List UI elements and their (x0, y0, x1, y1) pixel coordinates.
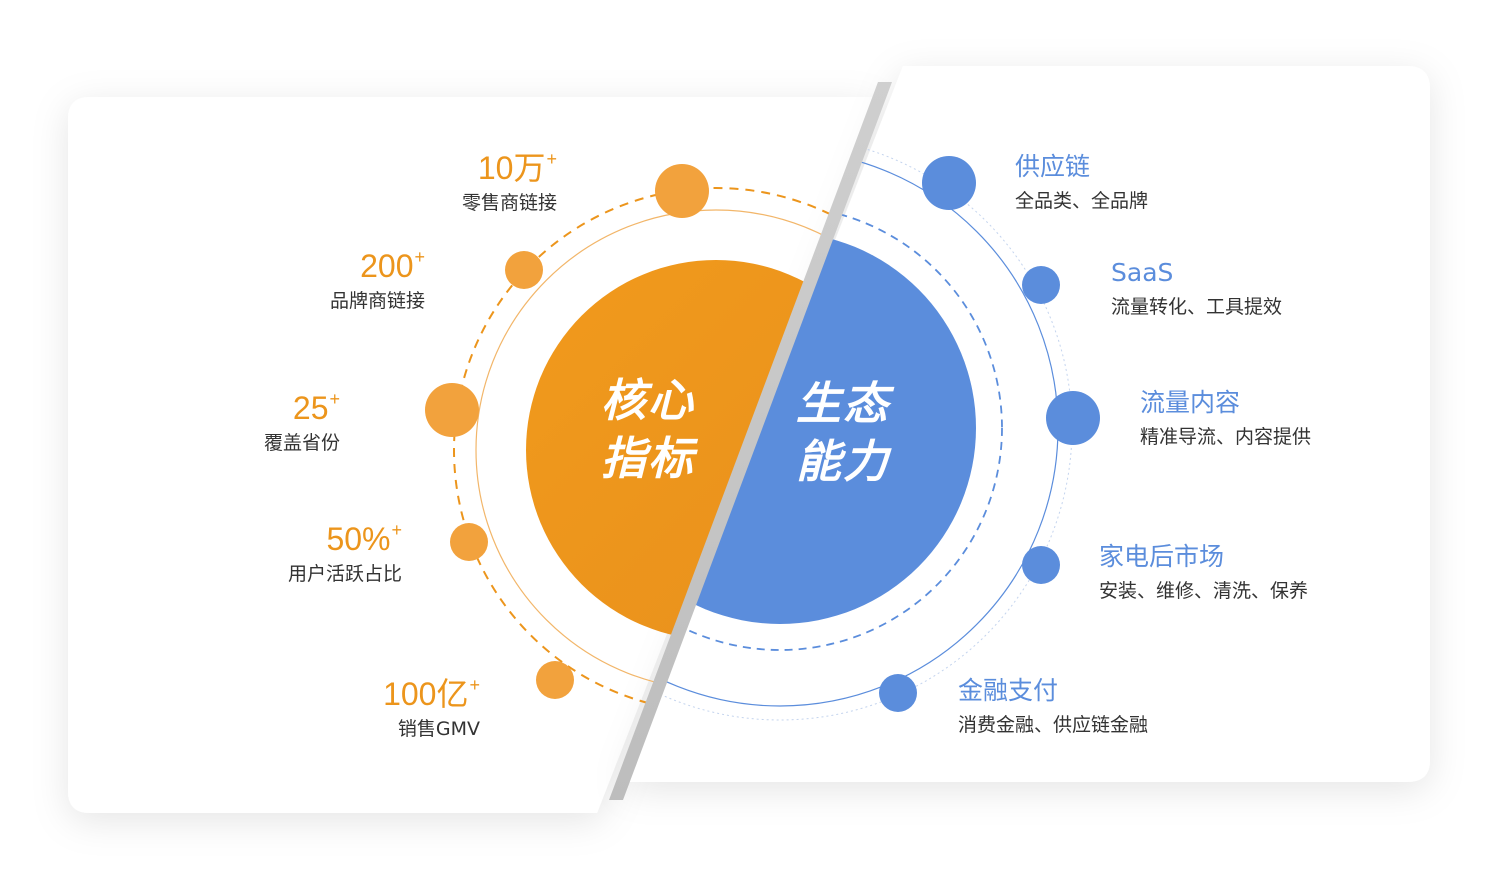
metric-provinces: 25+ 覆盖省份 (264, 380, 340, 455)
eco-supply-chain: 供应链 全品类、全品牌 (1015, 151, 1148, 213)
diagonal-divider (609, 82, 892, 800)
eco-finance-payment: 金融支付 消费金融、供应链金融 (958, 675, 1148, 737)
metric-value: 100亿+ (383, 675, 480, 712)
metric-label: 销售GMV (397, 718, 480, 740)
metric-value: 25+ (292, 389, 340, 426)
metric-brands: 200+ 品牌商链接 (330, 238, 425, 313)
eco-traffic-content: 流量内容 精准导流、内容提供 (1140, 387, 1311, 449)
metric-label: 品牌商链接 (329, 290, 425, 312)
metric-label: 零售商链接 (461, 192, 557, 214)
eco-title: 家电后市场 (1099, 542, 1225, 571)
metric-value: 10万+ (477, 149, 557, 186)
eco-dot (1046, 391, 1100, 445)
metric-dot (425, 383, 479, 437)
eco-desc: 流量转化、工具提效 (1111, 296, 1283, 318)
eco-title: 金融支付 (958, 676, 1059, 705)
metric-active-users: 50%+ 用户活跃占比 (288, 511, 402, 586)
eco-aftermarket: 家电后市场 安装、维修、清洗、保养 (1099, 541, 1308, 603)
eco-desc: 精准导流、内容提供 (1140, 426, 1312, 448)
eco-desc: 全品类、全品牌 (1015, 190, 1149, 212)
metric-dot (655, 164, 709, 218)
eco-title: SaaS (1111, 258, 1174, 287)
metric-retailers: 10万+ 零售商链接 (462, 140, 557, 215)
eco-dot (1022, 266, 1060, 304)
metric-dot (536, 661, 574, 699)
core-metrics-title: 核心 指标 (600, 374, 695, 485)
eco-desc: 消费金融、供应链金融 (958, 714, 1149, 736)
eco-saas: SaaS 流量转化、工具提效 (1111, 257, 1282, 319)
metric-value: 50%+ (326, 520, 402, 557)
metric-gmv: 100亿+ 销售GMV (383, 666, 480, 741)
eco-title: 流量内容 (1140, 388, 1241, 417)
metric-dot (505, 251, 543, 289)
metric-dot (450, 523, 488, 561)
left-outer-dashed-ring (453, 187, 910, 713)
eco-desc: 安装、维修、清洗、保养 (1099, 580, 1309, 602)
eco-dot (879, 674, 917, 712)
right-dashed-ring (580, 205, 1003, 651)
metric-label: 用户活跃占比 (287, 563, 402, 585)
eco-title: 供应链 (1015, 152, 1091, 181)
ecosystem-capability-title: 生态 能力 (795, 377, 890, 488)
metric-value: 200+ (360, 247, 425, 284)
eco-dot (922, 156, 976, 210)
eco-dot (1022, 546, 1060, 584)
metric-label: 覆盖省份 (263, 432, 340, 454)
